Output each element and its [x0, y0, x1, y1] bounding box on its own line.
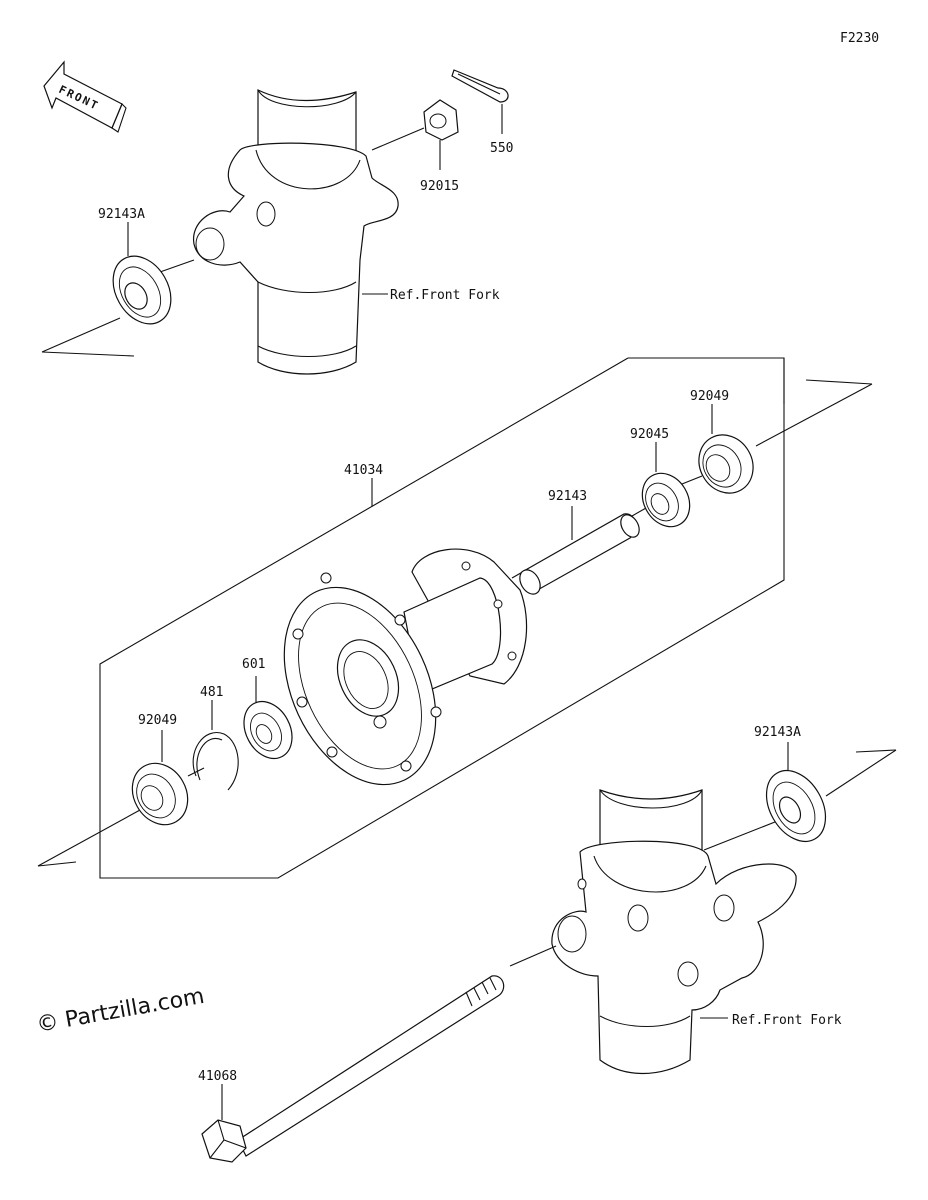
label-92143A-bottom: 92143A	[754, 725, 801, 740]
front-fork-bottom	[551, 789, 797, 1074]
front-fork-top	[193, 89, 399, 375]
label-481: 481	[200, 685, 223, 700]
label-ref-fork-top: Ref.Front Fork	[390, 288, 500, 303]
part-92049-right-seal	[698, 434, 754, 494]
part-92049-left-seal	[131, 762, 189, 826]
label-92049-left: 92049	[138, 713, 177, 728]
label-ref-fork-bottom: Ref.Front Fork	[732, 1013, 842, 1028]
part-92143A-top	[112, 255, 172, 325]
label-601: 601	[242, 657, 265, 672]
part-481-circlip	[192, 731, 239, 791]
label-92143A-top: 92143A	[98, 207, 145, 222]
part-92015-nut	[423, 99, 459, 141]
watermark: © Partzilla.com	[35, 984, 207, 1038]
part-601-bearing	[243, 700, 293, 760]
figure-code: F2230	[840, 31, 879, 46]
part-41034-hub	[283, 548, 528, 786]
label-92143: 92143	[548, 489, 587, 504]
label-92049-right: 92049	[690, 389, 729, 404]
part-92143-spacer	[519, 513, 640, 595]
label-92045: 92045	[630, 427, 669, 442]
part-550-cotter-pin	[451, 69, 509, 103]
label-41068: 41068	[198, 1069, 237, 1084]
label-41034: 41034	[344, 463, 383, 478]
front-arrow-icon: FRONT	[43, 60, 127, 133]
part-92143A-bottom	[765, 770, 827, 842]
label-92015: 92015	[420, 179, 459, 194]
part-92045-bearing	[641, 472, 691, 528]
part-41068-axle	[201, 975, 505, 1163]
label-550: 550	[490, 141, 513, 156]
